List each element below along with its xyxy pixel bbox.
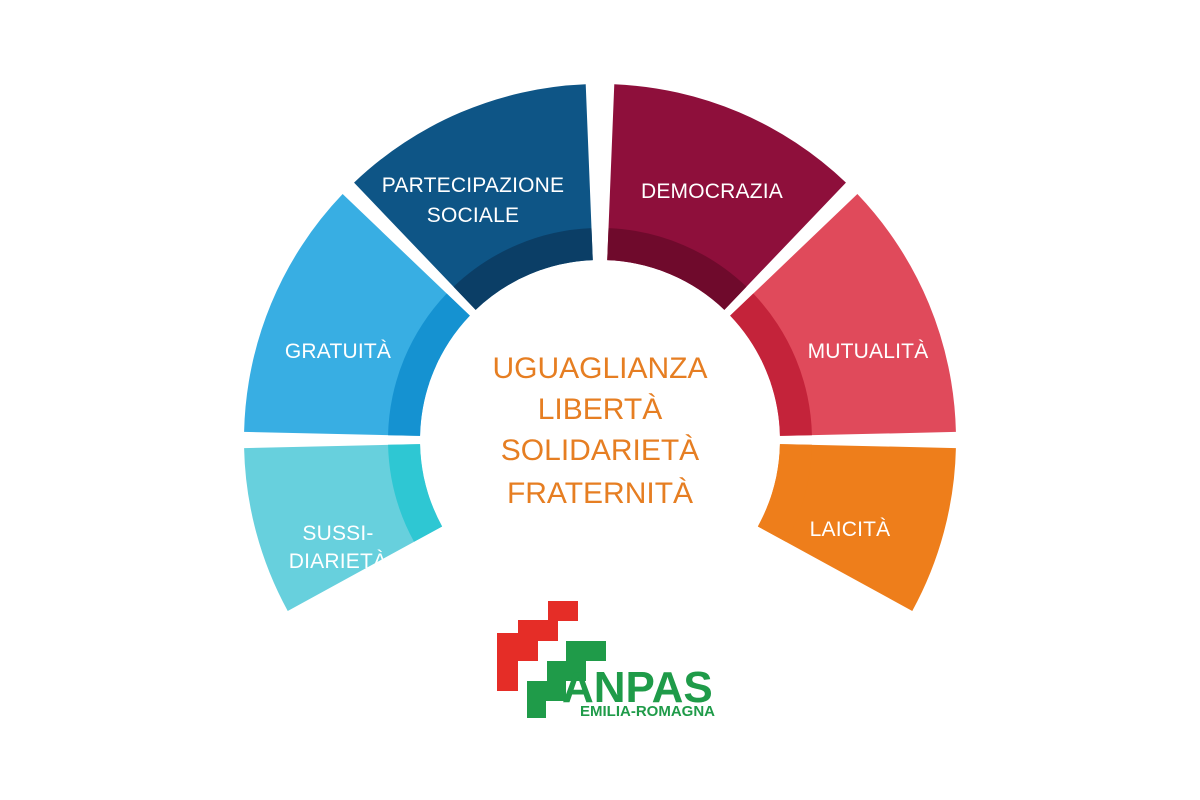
- segment-notch-gratuita: [429, 359, 442, 383]
- segment-label-partecipazione-1: PARTECIPAZIONE: [382, 174, 565, 197]
- segment-notch-mutualita: [758, 359, 771, 383]
- segment-inner-ring-gratuita: [388, 293, 470, 436]
- center-value-2: LIBERTÀ: [538, 393, 663, 426]
- segment-notch-democrazia: [658, 269, 682, 282]
- center-value-3: SOLIDARIETÀ: [501, 434, 699, 467]
- anpas-cross-icon: [497, 601, 606, 718]
- segment-label-sussidiarieta-1: SUSSI-: [302, 522, 373, 545]
- segment-label-mutualita-1: MUTUALITÀ: [808, 340, 929, 363]
- logo-name: ANPAS: [562, 663, 713, 712]
- segment-laicita: [757, 444, 956, 611]
- center-values: UGUAGLIANZA LIBERTÀ SOLIDARIETÀ FRATERNI…: [492, 352, 707, 510]
- segment-notch-partecipazione: [518, 269, 542, 282]
- segment-inner-ring-laicita: [757, 444, 812, 542]
- center-value-4: FRATERNITÀ: [507, 477, 693, 510]
- segment-inner-ring-mutualita: [730, 293, 812, 436]
- segment-label-democrazia-1: DEMOCRAZIA: [641, 180, 783, 203]
- center-value-1: UGUAGLIANZA: [492, 352, 707, 385]
- segment-inner-ring-partecipazione: [453, 228, 593, 310]
- segment-label-gratuita-1: GRATUITÀ: [285, 340, 391, 363]
- center-disc: [422, 262, 778, 618]
- segment-inner-ring-democrazia: [607, 228, 747, 310]
- segment-inner-ring-sussidiarieta: [388, 444, 443, 542]
- logo-region: EMILIA-ROMAGNA: [580, 703, 715, 720]
- segment-label-laicita-1: LAICITÀ: [810, 518, 891, 541]
- anpas-logo: ANPAS EMILIA-ROMAGNA: [497, 601, 715, 720]
- segment-sussidiarieta: [244, 444, 443, 611]
- segment-label-partecipazione-2: SOCIALE: [427, 204, 519, 227]
- segment-label-sussidiarieta-2: DIARIETÀ: [289, 550, 387, 573]
